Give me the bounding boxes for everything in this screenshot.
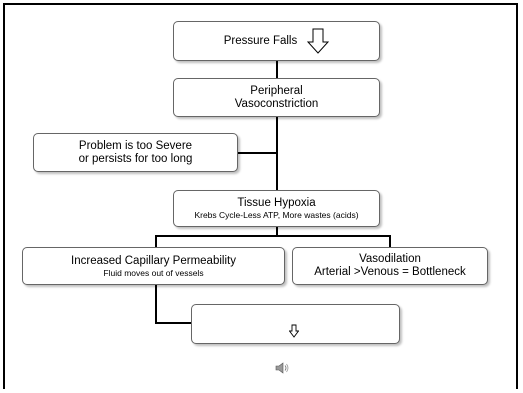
node-increased-permeability: Increased Capillary Permeability Fluid m…	[22, 247, 285, 285]
node-empty-box	[191, 304, 400, 344]
problem-line2: or persists for too long	[78, 152, 193, 165]
node-peripheral-vasoconstriction: Peripheral Vasoconstriction	[173, 78, 380, 117]
connector-horizontal-split	[155, 235, 391, 237]
permeability-title: Increased Capillary Permeability	[71, 254, 236, 267]
permeability-subtitle: Fluid moves out of vessels	[103, 267, 204, 278]
node-vasodilation: Vasodilation Arterial >Venous = Bottlene…	[292, 247, 488, 285]
slide-frame	[3, 3, 518, 389]
vasoconstriction-line1: Peripheral	[250, 84, 303, 97]
down-arrow-outline-icon	[307, 28, 330, 54]
pressure-falls-label: Pressure Falls	[223, 34, 298, 47]
small-down-arrow-icon	[289, 324, 299, 338]
node-tissue-hypoxia: Tissue Hypoxia Krebs Cycle-Less ATP, Mor…	[173, 190, 380, 227]
vasoconstriction-line2: Vasoconstriction	[234, 97, 319, 110]
vasodilation-subtitle: Arterial >Venous = Bottleneck	[314, 266, 466, 278]
connector-left-branch	[155, 235, 157, 247]
connector-right-branch	[389, 235, 391, 247]
hypoxia-title: Tissue Hypoxia	[237, 197, 316, 209]
problem-line1: Problem is too Severe	[78, 139, 193, 152]
connector-problem-to-trunk	[238, 152, 278, 154]
connector-hypoxia-down	[276, 227, 278, 236]
node-pressure-falls: Pressure Falls	[173, 21, 380, 61]
node-problem-severe: Problem is too Severe or persists for to…	[33, 133, 238, 172]
hypoxia-subtitle: Krebs Cycle-Less ATP, More wastes (acids…	[194, 210, 359, 220]
vasodilation-title: Vasodilation	[359, 253, 421, 265]
connector-permeability-down	[155, 285, 157, 323]
connector-to-empty-box	[155, 322, 191, 324]
connector-pressure-to-vasoconstriction	[276, 61, 278, 78]
speaker-icon[interactable]	[275, 362, 289, 374]
